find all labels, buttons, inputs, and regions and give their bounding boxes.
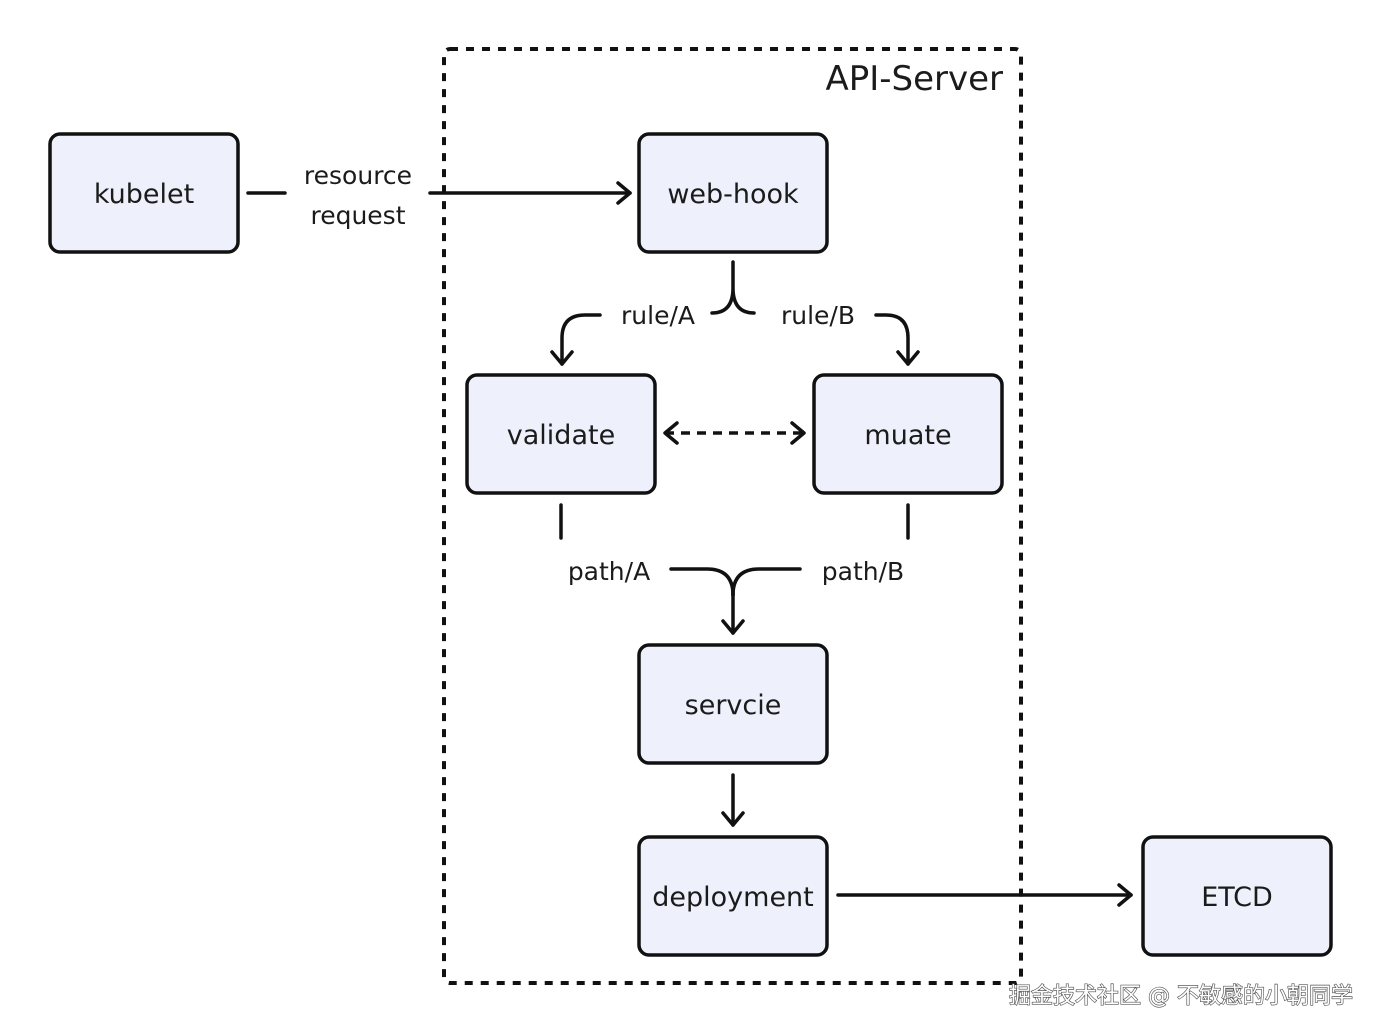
validate-box [465, 373, 657, 495]
edges: resource request rule/A rule/B path/A pa… [246, 161, 1133, 907]
deployment-label: deployment [652, 882, 814, 913]
rule-a-label: rule/A [621, 301, 695, 330]
rule-b-arrow [874, 313, 920, 366]
servcie-box [637, 643, 829, 765]
kubelet-node[interactable]: kubelet [48, 132, 240, 254]
webhook-box [637, 132, 829, 254]
path-a-connector [669, 567, 735, 597]
servcie-label: servcie [685, 690, 782, 721]
kubelet-box [48, 132, 240, 254]
deployment-node[interactable]: deployment [637, 835, 829, 957]
api-server-title: API-Server [825, 59, 1003, 99]
resource-request-label-line1: resource [304, 161, 412, 190]
webhook-label: web-hook [667, 179, 799, 210]
resource-request-label-line2: request [310, 201, 405, 230]
rule-b-label: rule/B [781, 301, 855, 330]
validate-label: validate [507, 420, 615, 451]
webhook-fork-connector [710, 260, 756, 315]
servcie-node[interactable]: servcie [637, 643, 829, 765]
muate-label: muate [864, 420, 951, 451]
muate-box [812, 373, 1004, 495]
deployment-box [637, 835, 829, 957]
nodes: kubelet web-hook validate muate servcie … [48, 132, 1333, 957]
path-b-connector [731, 567, 802, 597]
api-server-group: API-Server [442, 47, 1023, 985]
kubelet-label: kubelet [94, 179, 194, 210]
validate-node[interactable]: validate [465, 373, 657, 495]
etcd-box [1141, 835, 1333, 957]
etcd-label: ETCD [1201, 882, 1273, 913]
muate-node[interactable]: muate [812, 373, 1004, 495]
webhook-node[interactable]: web-hook [637, 132, 829, 254]
path-a-label: path/A [568, 557, 650, 586]
rule-a-arrow [550, 313, 602, 366]
etcd-node[interactable]: ETCD [1141, 835, 1333, 957]
watermark-text: 掘金技术社区 @ 不敏感的小朝同学 [1009, 984, 1353, 1009]
path-b-label: path/B [822, 557, 904, 586]
